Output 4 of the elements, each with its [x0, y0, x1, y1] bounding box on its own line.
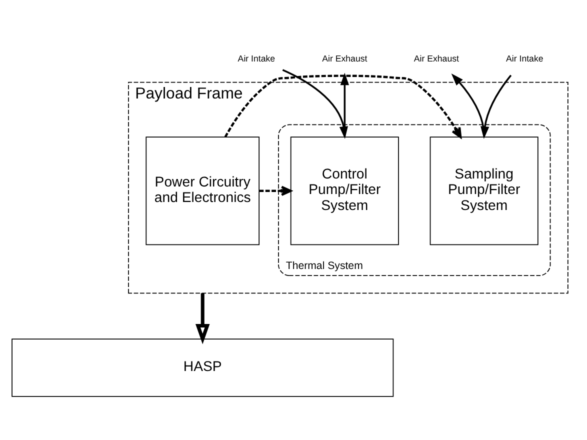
node-text: Air Intake	[238, 54, 276, 64]
node-text: Air Intake	[506, 54, 544, 64]
node-text: Air Exhaust	[414, 54, 459, 64]
node-text: Air Exhaust	[322, 54, 368, 64]
